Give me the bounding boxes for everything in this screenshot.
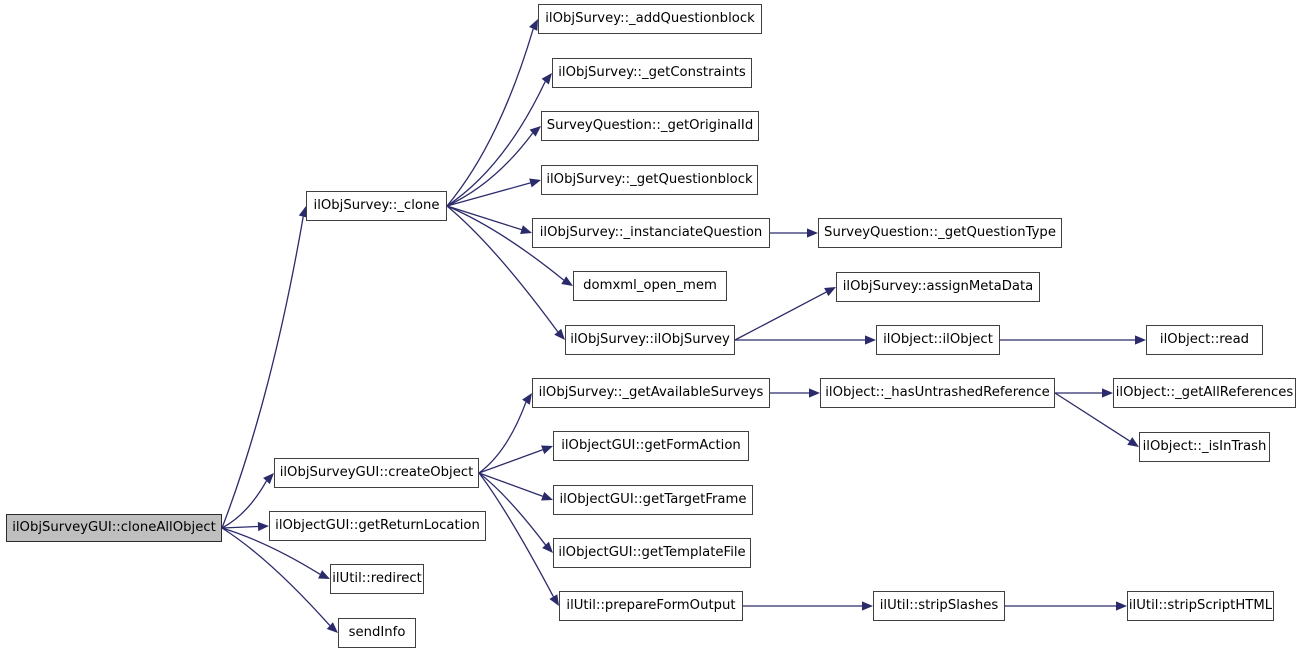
graph-edge-clone-to-instanciateQuestion <box>446 205 532 235</box>
graph-node-sendInfo[interactable]: sendInfo <box>338 618 416 648</box>
graph-edge-clone-to-getOriginalId <box>446 126 541 207</box>
graph-edge-getAvailableSurveys-to-hasUntrashedReference <box>770 388 820 398</box>
graph-edge-instanciateQuestion-to-getQuestionType <box>770 228 818 238</box>
graph-node-getQuestionblock[interactable]: ilObjSurvey::_getQuestionblock <box>541 165 758 195</box>
graph-node-getQuestionType[interactable]: SurveyQuestion::_getQuestionType <box>818 218 1062 248</box>
graph-node-getFormAction[interactable]: ilObjectGUI::getFormAction <box>553 431 749 461</box>
graph-node-isInTrash[interactable]: ilObject::_isInTrash <box>1139 432 1270 462</box>
graph-node-label: ilObjSurveyGUI::cloneAllObject <box>12 520 216 536</box>
graph-edge-ilObjSurveyCtor-to-ilObjectCtor <box>735 335 876 345</box>
graph-node-label: ilObject::_isInTrash <box>1142 439 1267 455</box>
graph-edge-createObject-to-getFormAction <box>478 445 553 474</box>
graph-node-label: ilObjectGUI::getFormAction <box>561 438 741 454</box>
graph-edge-clone-to-addQuestionblock <box>446 19 538 207</box>
graph-node-label: ilUtil::prepareFormOutput <box>566 598 736 614</box>
graph-edge-ilObjectCtor-to-ilObjectRead <box>1000 335 1146 345</box>
graph-node-label: ilObjSurvey::_getConstraints <box>558 65 746 81</box>
graph-node-label: ilObjSurvey::_addQuestionblock <box>545 11 755 27</box>
graph-node-cloneAllObject[interactable]: ilObjSurveyGUI::cloneAllObject <box>6 514 222 542</box>
graph-node-instanciateQuestion[interactable]: ilObjSurvey::_instanciateQuestion <box>532 218 770 248</box>
graph-edge-cloneAllObject-to-createObject <box>221 473 274 529</box>
graph-edge-createObject-to-getAvailableSurveys <box>478 393 532 474</box>
graph-edge-cloneAllObject-to-sendInfo <box>221 527 338 633</box>
graph-node-addQuestionblock[interactable]: ilObjSurvey::_addQuestionblock <box>538 4 762 34</box>
graph-node-label: ilObjSurvey::_getAvailableSurveys <box>538 385 764 401</box>
graph-node-stripScriptHTML[interactable]: ilUtil::stripScriptHTML <box>1127 591 1274 621</box>
graph-node-label: ilObjectGUI::getTargetFrame <box>559 492 747 508</box>
graph-node-label: ilObject::read <box>1159 332 1250 348</box>
graph-node-getOriginalId[interactable]: SurveyQuestion::_getOriginalId <box>541 111 759 141</box>
graph-node-getTemplateFile[interactable]: ilObjectGUI::getTemplateFile <box>553 538 751 568</box>
graph-node-label: ilObjSurvey::_clone <box>313 198 440 214</box>
graph-node-label: SurveyQuestion::_getOriginalId <box>546 118 754 134</box>
graph-node-getAllReferences[interactable]: ilObject::_getAllReferences <box>1113 378 1296 408</box>
graph-edge-cloneAllObject-to-getReturnLocation <box>221 521 269 532</box>
graph-node-prepareFormOutput[interactable]: ilUtil::prepareFormOutput <box>559 591 743 621</box>
graph-node-label: ilObject::ilObject <box>883 332 993 348</box>
graph-edge-stripSlashes-to-stripScriptHTML <box>1005 601 1127 611</box>
graph-node-label: sendInfo <box>348 625 406 641</box>
graph-edge-createObject-to-prepareFormOutput <box>478 472 559 606</box>
graph-node-label: SurveyQuestion::_getQuestionType <box>824 225 1056 241</box>
graph-node-label: ilObjectGUI::getReturnLocation <box>275 518 480 534</box>
graph-node-label: ilUtil::redirect <box>332 571 422 587</box>
graph-node-getTargetFrame[interactable]: ilObjectGUI::getTargetFrame <box>553 485 753 515</box>
graph-node-label: ilObject::_hasUntrashedReference <box>825 385 1050 401</box>
graph-node-clone[interactable]: ilObjSurvey::_clone <box>306 191 447 221</box>
graph-node-label: ilObjSurveyGUI::createObject <box>279 465 474 481</box>
graph-edge-clone-to-getConstraints <box>446 73 552 207</box>
graph-node-domxmlOpenMem[interactable]: domxml_open_mem <box>573 271 727 301</box>
graph-edge-prepareFormOutput-to-stripSlashes <box>743 601 873 611</box>
graph-edge-clone-to-getQuestionblock <box>446 178 541 207</box>
graph-node-createObject[interactable]: ilObjSurveyGUI::createObject <box>274 458 479 488</box>
graph-node-stripSlashes[interactable]: ilUtil::stripSlashes <box>873 591 1005 621</box>
graph-node-label: ilObjSurvey::_instanciateQuestion <box>539 225 763 241</box>
graph-node-label: ilObjSurvey::ilObjSurvey <box>570 332 730 348</box>
graph-edge-createObject-to-getTemplateFile <box>478 472 553 553</box>
graph-node-getReturnLocation[interactable]: ilObjectGUI::getReturnLocation <box>269 511 486 541</box>
graph-edge-createObject-to-getTargetFrame <box>478 472 553 501</box>
graph-node-assignMetaData[interactable]: ilObjSurvey::assignMetaData <box>836 272 1040 302</box>
graph-node-ilObjectCtor[interactable]: ilObject::ilObject <box>876 325 1000 355</box>
graph-edge-ilObjSurveyCtor-to-assignMetaData <box>734 287 836 341</box>
graph-node-ilObjSurveyCtor[interactable]: ilObjSurvey::ilObjSurvey <box>565 325 735 355</box>
graph-edge-hasUntrashedReference-to-getAllReferences <box>1055 388 1113 398</box>
graph-node-label: ilObjectGUI::getTemplateFile <box>558 545 746 561</box>
graph-node-label: ilUtil::stripScriptHTML <box>1128 598 1273 614</box>
graph-node-label: domxml_open_mem <box>583 278 717 294</box>
graph-node-label: ilObjSurvey::_getQuestionblock <box>546 172 753 188</box>
graph-node-label: ilObjSurvey::assignMetaData <box>842 279 1034 295</box>
graph-node-label: ilUtil::stripSlashes <box>879 598 999 614</box>
graph-node-redirect[interactable]: ilUtil::redirect <box>330 564 424 594</box>
graph-node-label: ilObject::_getAllReferences <box>1115 385 1294 401</box>
graph-node-getConstraints[interactable]: ilObjSurvey::_getConstraints <box>552 58 752 88</box>
graph-node-hasUntrashedReference[interactable]: ilObject::_hasUntrashedReference <box>820 378 1055 408</box>
graph-node-getAvailableSurveys[interactable]: ilObjSurvey::_getAvailableSurveys <box>532 378 770 408</box>
graph-node-ilObjectRead[interactable]: ilObject::read <box>1146 325 1263 355</box>
